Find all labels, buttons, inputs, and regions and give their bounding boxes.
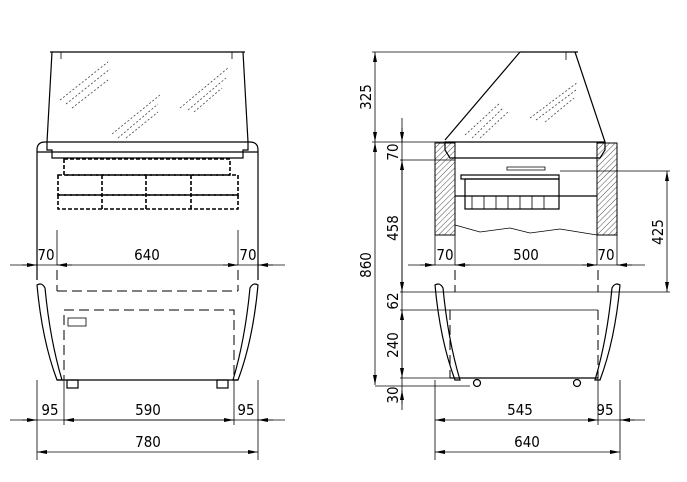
caster-wheel xyxy=(572,378,582,388)
front-gastronorm-trays xyxy=(57,158,239,210)
dim-side-inner-depth: 500 xyxy=(513,246,539,264)
foot xyxy=(66,379,79,389)
side-base-cabinet xyxy=(434,270,621,388)
dim-side-right-wall: 70 xyxy=(597,246,614,264)
dim-front-total-width: 780 xyxy=(135,433,161,451)
foot xyxy=(216,379,229,389)
front-side-panel xyxy=(434,283,461,381)
front-glass-canopy xyxy=(46,51,249,143)
side-counter-section xyxy=(434,141,618,236)
front-counter-top xyxy=(36,141,259,280)
dim-side-well-depth: 458 xyxy=(384,215,402,241)
side-tray xyxy=(455,166,597,210)
front-dimension-top: 70 640 70 xyxy=(10,246,285,267)
dim-front-base-width: 590 xyxy=(135,401,161,419)
dim-side-total-height: 860 xyxy=(357,252,375,278)
side-dimension-bottom: 545 95 640 xyxy=(434,378,645,460)
side-dimension-top: 70 500 70 xyxy=(408,235,645,267)
front-view: 70 640 70 95 590 95 780 xyxy=(10,51,285,460)
dim-side-top-band: 70 xyxy=(384,143,402,160)
dim-side-base-depth: 545 xyxy=(507,401,533,419)
dim-front-left-margin: 70 xyxy=(37,246,54,264)
front-dimension-bottom: 95 590 95 780 xyxy=(10,380,285,460)
left-side-panel xyxy=(36,283,63,381)
dim-side-base-overhang: 95 xyxy=(596,401,613,419)
rear-side-panel xyxy=(594,283,621,381)
dim-side-glass-height: 325 xyxy=(357,84,375,110)
dim-front-base-left: 95 xyxy=(41,401,58,419)
side-glass-canopy xyxy=(372,51,606,143)
glass-reflection xyxy=(59,61,229,139)
front-base-cabinet xyxy=(36,270,259,389)
tray-lid-handle xyxy=(506,166,546,171)
side-view: 325 860 70 458 62 240 30 425 70 500 70 xyxy=(357,51,670,460)
dim-side-left-wall: 70 xyxy=(436,246,453,264)
dim-side-gap: 62 xyxy=(384,292,402,309)
dim-front-right-margin: 70 xyxy=(239,246,256,264)
right-side-panel xyxy=(232,283,259,381)
dim-front-base-right: 95 xyxy=(237,401,254,419)
dim-side-foot-height: 30 xyxy=(384,386,402,403)
dim-side-total-depth: 640 xyxy=(514,433,540,451)
control-panel xyxy=(67,317,87,327)
caster-wheel xyxy=(472,378,482,388)
glass-reflection xyxy=(464,81,579,139)
dim-front-inner-width: 640 xyxy=(134,246,160,264)
side-dimension-vertical: 325 860 70 458 62 240 30 425 xyxy=(357,52,670,410)
dim-side-cabinet-height: 240 xyxy=(384,332,402,358)
dim-side-tray-height: 425 xyxy=(649,219,667,245)
